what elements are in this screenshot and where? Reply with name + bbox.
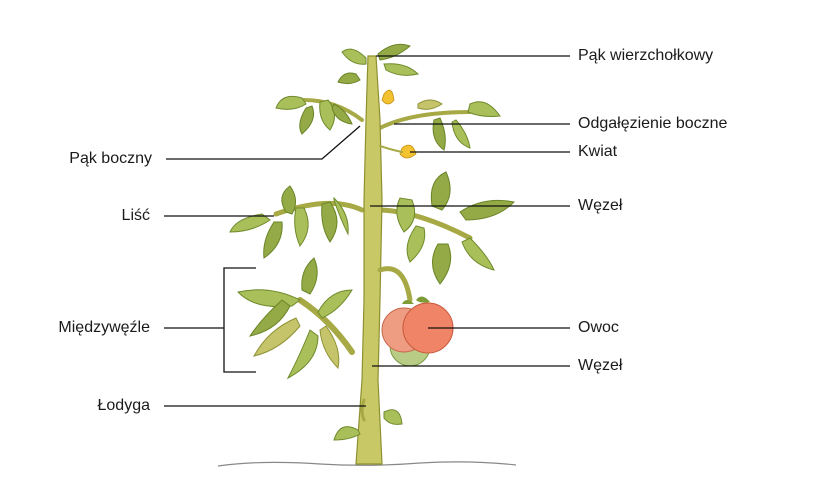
leaf-lower-left bbox=[237, 257, 355, 380]
ground-line bbox=[217, 461, 517, 467]
label-internode: Międzywęźle bbox=[58, 319, 150, 336]
label-leaf: Liść bbox=[121, 207, 150, 224]
label-lateral-branch: Odgałęzienie boczne bbox=[578, 115, 728, 132]
label-node-lower: Węzeł bbox=[578, 357, 623, 374]
flower-cluster bbox=[379, 89, 417, 159]
leader-lateral-bud bbox=[166, 125, 361, 160]
fruit-branch bbox=[377, 266, 413, 303]
base-shoot bbox=[360, 398, 366, 422]
leaf-upper-left bbox=[275, 95, 364, 135]
label-node-upper: Węzeł bbox=[578, 197, 623, 214]
label-flower: Kwiat bbox=[578, 143, 618, 160]
leaf-middle-left bbox=[229, 185, 365, 259]
label-apical-bud: Pąk wierzchołkowy bbox=[578, 47, 714, 64]
internode-bracket bbox=[223, 267, 256, 373]
leaf-top bbox=[337, 43, 419, 85]
fruit-cluster bbox=[381, 296, 454, 367]
base-leaf-right bbox=[383, 409, 403, 425]
label-lateral-bud: Pąk boczny bbox=[69, 150, 152, 167]
label-stem: Łodyga bbox=[97, 397, 151, 414]
leaf-middle-right bbox=[379, 171, 516, 285]
base-leaf-left bbox=[333, 426, 361, 441]
label-fruit: Owoc bbox=[578, 319, 619, 336]
leaf-upper-right bbox=[378, 99, 501, 151]
